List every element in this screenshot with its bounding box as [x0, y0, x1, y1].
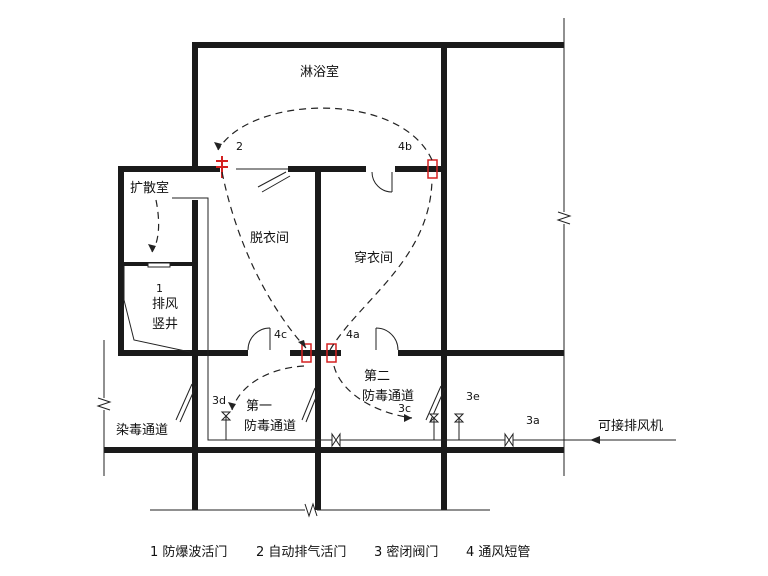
valve-3c-icon	[428, 413, 440, 440]
valve-3a-icon	[504, 432, 514, 448]
valve-3e-icon	[453, 413, 465, 440]
room-second-2: 防毒通道	[362, 388, 414, 404]
label-fan: 可接排风机	[598, 418, 663, 434]
label-2: 2	[236, 140, 243, 153]
valves	[220, 411, 514, 448]
room-first-1: 第一	[246, 399, 272, 414]
label-3d: 3d	[212, 394, 226, 407]
label-1: 1	[156, 282, 163, 295]
room-decon: 染毒通道	[116, 423, 168, 438]
legend: 1 防爆波活门 2 自动排气活门 3 密闭阀门 4 通风短管	[150, 544, 530, 560]
vent-tubes	[216, 156, 438, 363]
label-3e: 3e	[466, 390, 480, 403]
callout-labels: 1 2 3a 3c 3d 3e 4a 4b 4c 可接排风机	[156, 140, 663, 434]
valve-inline-icon	[331, 432, 341, 448]
walls	[104, 42, 564, 510]
label-4b: 4b	[398, 140, 412, 153]
room-dress: 穿衣间	[354, 250, 393, 266]
room-shower: 淋浴室	[300, 64, 339, 80]
room-diffusion: 扩散室	[130, 180, 169, 196]
room-undress: 脱衣间	[250, 230, 289, 246]
valve-3d-icon	[220, 411, 232, 440]
vent-tube-4b	[427, 159, 438, 179]
legend-item-1: 1 防爆波活门	[150, 544, 227, 560]
room-labels: 淋浴室 扩散室 脱衣间 穿衣间 排风 竖井 染毒通道 第一 防毒通道 第二 防毒…	[116, 64, 414, 438]
airflow-paths	[148, 107, 433, 422]
label-4c: 4c	[274, 328, 287, 341]
room-second-1: 第二	[364, 369, 390, 384]
thin-lines	[96, 18, 676, 518]
room-shaft-1: 排风	[152, 297, 178, 312]
legend-item-2: 2 自动排气活门	[256, 544, 346, 560]
room-first-2: 防毒通道	[244, 418, 296, 434]
room-shaft-2: 竖井	[152, 317, 178, 332]
label-3a: 3a	[526, 414, 540, 427]
legend-item-3: 3 密闭阀门	[374, 544, 438, 560]
vent-tube-4a	[326, 343, 337, 363]
legend-item-4: 4 通风短管	[466, 545, 530, 560]
vent-tube-4c	[301, 343, 312, 363]
label-4a: 4a	[346, 328, 360, 341]
label-3c: 3c	[398, 402, 411, 415]
